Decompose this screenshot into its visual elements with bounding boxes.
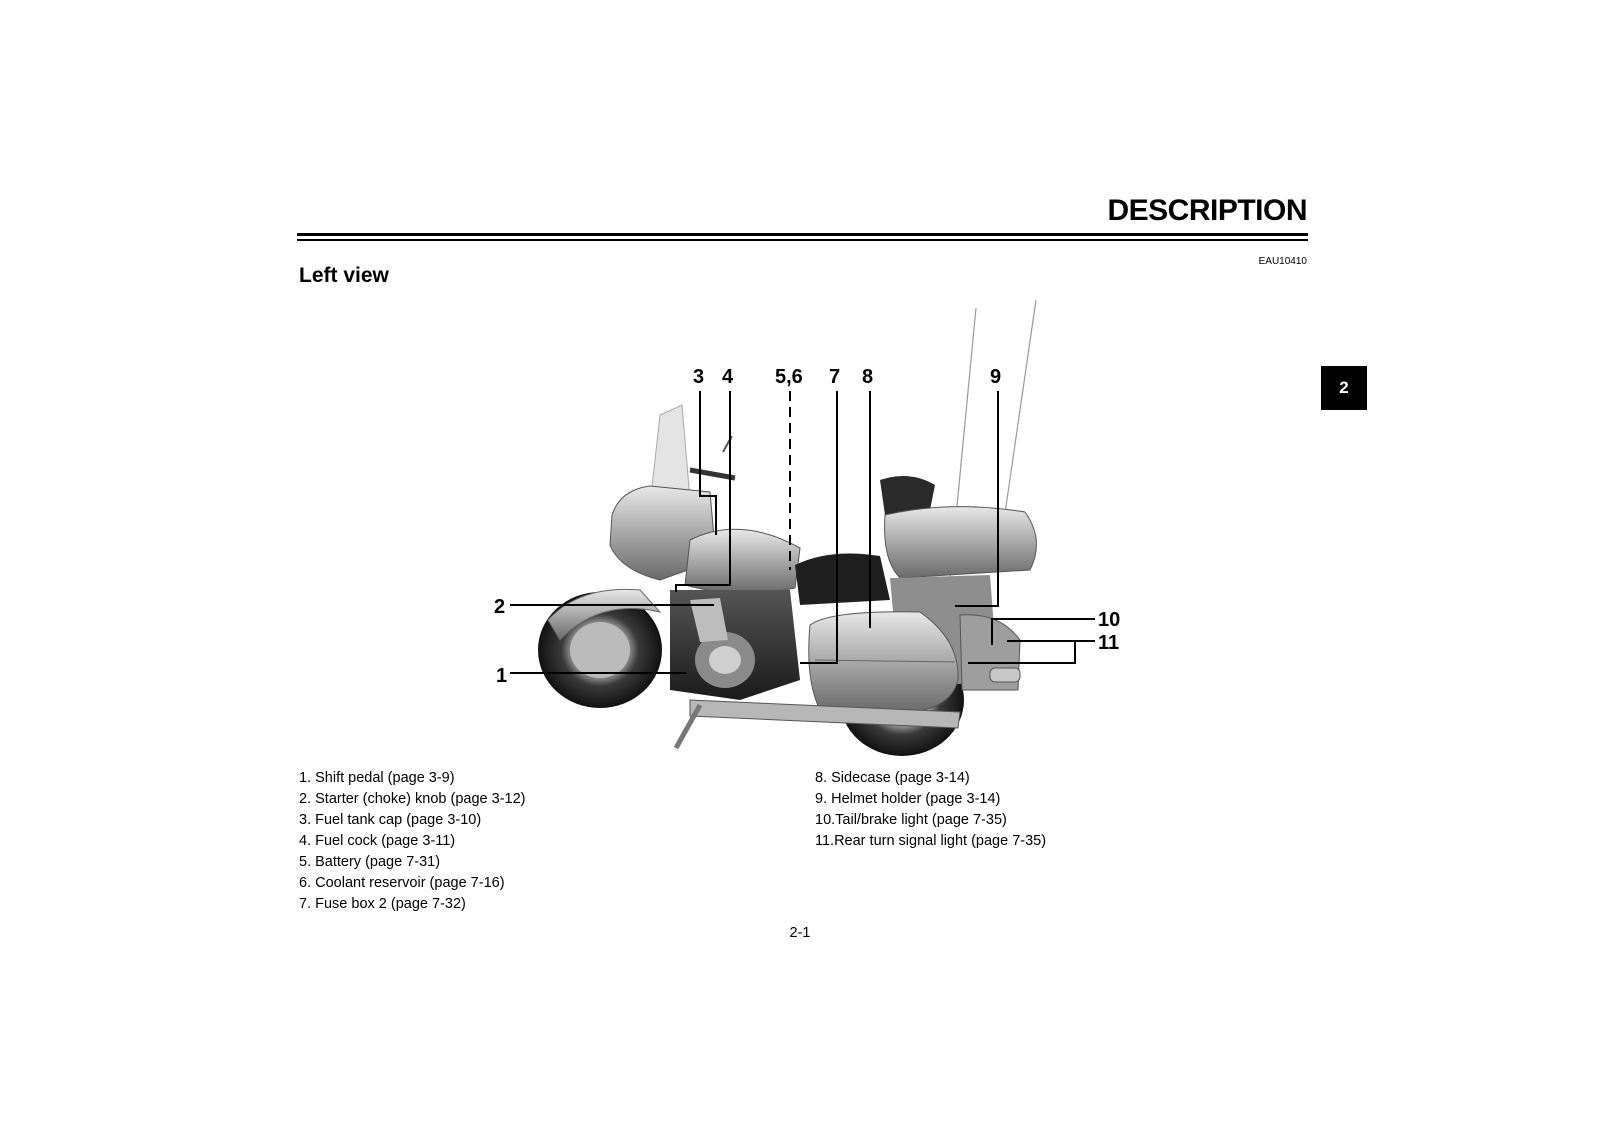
page-title: DESCRIPTION [1107,194,1307,227]
legend-item: 1. Shift pedal (page 3-9) [299,770,455,786]
callout-3: 3 [693,366,704,388]
header-rule-thick [297,233,1308,236]
callout-9: 9 [990,366,1001,388]
callout-8: 8 [862,366,873,388]
legend-item: 3. Fuel tank cap (page 3-10) [299,812,482,828]
callout-4: 4 [722,366,734,388]
motorcycle-illustration [538,299,1037,756]
legend-item: 5. Battery (page 7-31) [299,854,441,870]
section-title: Left view [299,264,389,287]
legend-column-right: 8. Sidecase (page 3-14) 9. Helmet holder… [815,768,1046,852]
legend-item: 7. Fuse box 2 (page 7-32) [299,896,466,912]
legend-item: 8. Sidecase (page 3-14) [815,770,970,786]
legend-item: 4. Fuel cock (page 3-11) [299,833,456,849]
callout-5-6: 5,6 [775,366,803,388]
legend-column-left: 1. Shift pedal (page 3-9) 2. Starter (ch… [299,768,525,915]
callout-1: 1 [496,665,507,687]
legend-item: 10.Tail/brake light (page 7-35) [815,812,1007,828]
legend-item: 2. Starter (choke) knob (page 3-12) [299,791,526,807]
legend-item: 6. Coolant reservoir (page 7-16) [299,875,505,891]
callout-10: 10 [1098,609,1120,631]
callout-11: 11 [1098,632,1119,654]
header-rule-thin [297,239,1308,241]
callout-2: 2 [494,596,505,618]
legend-item: 9. Helmet holder (page 3-14) [815,791,1001,807]
document-code: EAU10410 [1258,256,1307,267]
legend-item: 11.Rear turn signal light (page 7-35) [815,833,1047,849]
leader-lines [510,391,1095,674]
callout-7: 7 [829,366,840,388]
page-number: 2-1 [789,925,811,941]
chapter-tab[interactable]: 2 [1321,366,1367,410]
